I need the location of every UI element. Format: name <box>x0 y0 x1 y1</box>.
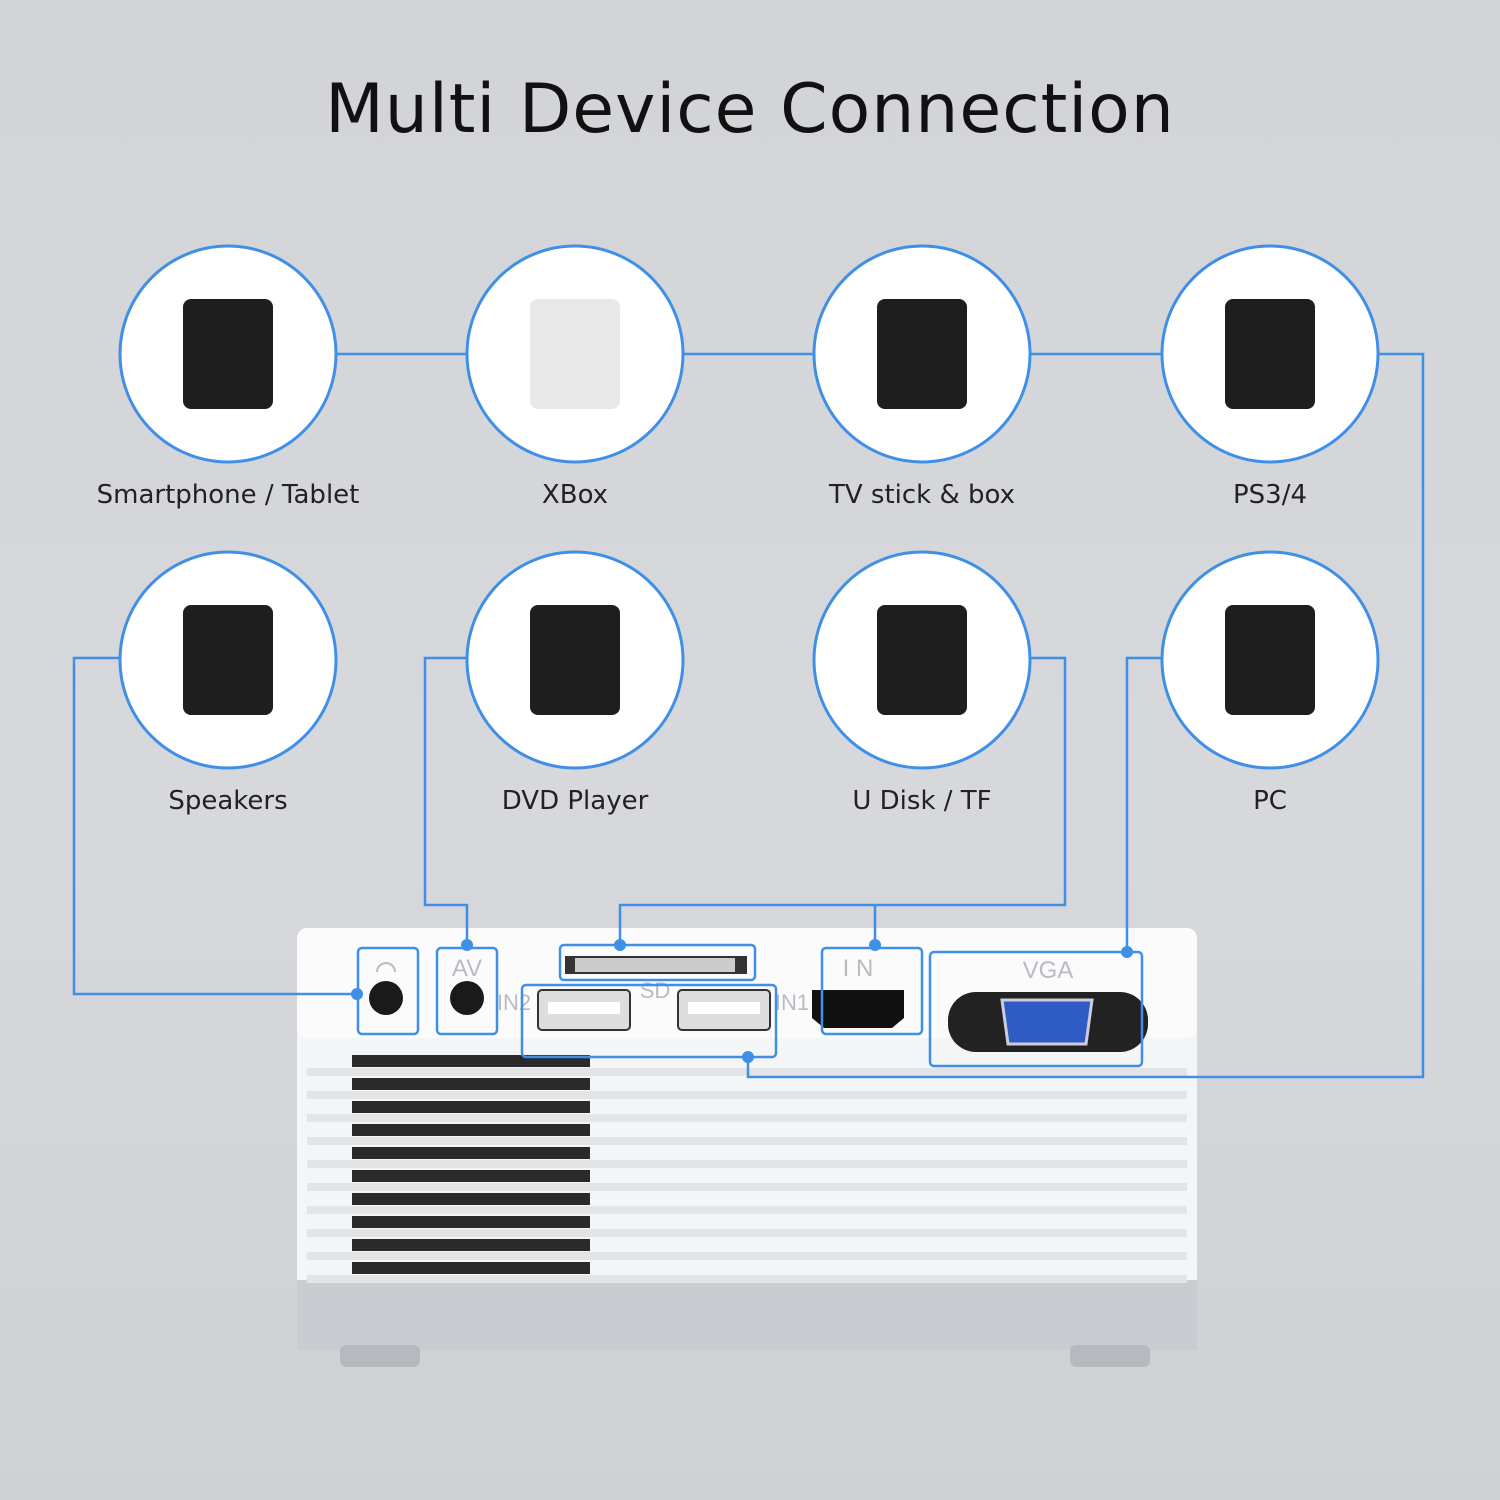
tablet-phone-icon <box>183 299 273 409</box>
device-label: PS3/4 <box>1232 480 1308 510</box>
device-label: XBox <box>541 480 609 510</box>
page-title: Multi Device Connection <box>325 70 1175 149</box>
device-label: Speakers <box>168 786 288 816</box>
xbox-console-icon <box>530 299 620 409</box>
device-label: Smartphone / Tablet <box>96 480 360 510</box>
device-label: TV stick & box <box>828 480 1016 510</box>
playstation-console-icon <box>1225 299 1315 409</box>
port-panel: AV SD IN2 IN1 I N VGA <box>369 955 1148 1052</box>
connection-dots <box>351 939 1133 1063</box>
hdmi-port-label: I N <box>843 955 874 982</box>
sd-port-label: SD <box>640 978 671 1003</box>
dvd-player-icon <box>530 605 620 715</box>
usb-sd-card-icon <box>877 605 967 715</box>
in1-port-label: IN1 <box>775 990 809 1015</box>
headphone-icon <box>376 962 396 973</box>
device-label: U Disk / TF <box>852 786 992 816</box>
connection-lines <box>72 352 1425 1079</box>
device-label: DVD Player <box>501 786 649 816</box>
speakers-icon <box>183 605 273 715</box>
vga-port-label: VGA <box>1023 957 1074 984</box>
desktop-pc-icon <box>1225 605 1315 715</box>
in2-port-label: IN2 <box>497 990 531 1015</box>
device-label: PC <box>1253 786 1287 816</box>
tv-stick-remote-icon <box>877 299 967 409</box>
av-port-label: AV <box>452 955 482 982</box>
